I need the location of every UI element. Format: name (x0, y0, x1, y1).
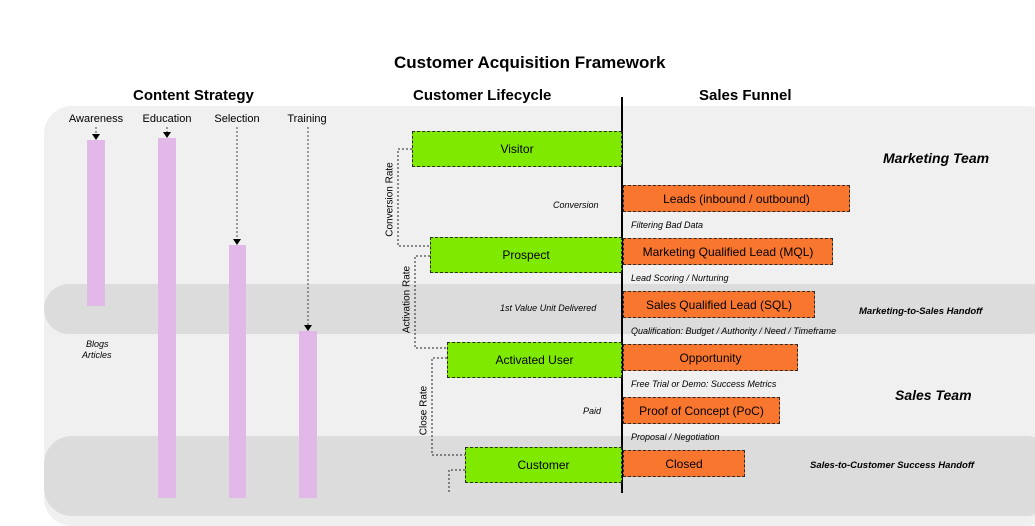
funnel-closed-label: Closed (665, 456, 703, 471)
lifecycle-prospect-label: Prospect (502, 248, 550, 262)
marketing-to-sales-handoff-label: Marketing-to-Sales Handoff (859, 306, 983, 317)
funnel-note-filtering: Filtering Bad Data (631, 220, 704, 230)
lifecycle-customer: Customer (465, 447, 622, 483)
stage-training-label: Training (287, 113, 327, 125)
marketing-team-label: Marketing Team (883, 150, 990, 166)
lifecycle-activated-user: Activated User (447, 342, 622, 378)
awareness-bar (87, 140, 105, 306)
note-paid: Paid (583, 406, 602, 416)
funnel-note-trial-demo: Free Trial or Demo: Success Metrics (631, 379, 777, 389)
stage-education-label: Education (142, 113, 192, 125)
funnel-sql-label: Sales Qualified Lead (SQL) (645, 297, 793, 312)
training-bar (299, 331, 317, 498)
stage-awareness-label: Awareness (68, 113, 124, 125)
diagram-connectors (92, 97, 623, 493)
lifecycle-prospect: Prospect (430, 237, 622, 273)
conversion-rate-label: Conversion Rate (384, 162, 396, 237)
funnel-poc: Proof of Concept (PoC) (623, 397, 780, 424)
marketing-to-sales-handoff-band (44, 284, 1035, 334)
funnel-leads-label: Leads (inbound / outbound) (663, 191, 810, 206)
note-conversion: Conversion (553, 200, 599, 210)
education-bar (158, 138, 176, 498)
customer-lifecycle-heading: Customer Lifecycle (413, 87, 552, 104)
funnel-leads: Leads (inbound / outbound) (623, 185, 850, 212)
content-note-blogs: Blogs (86, 339, 109, 349)
lifecycle-visitor: Visitor (412, 131, 622, 167)
funnel-sql: Sales Qualified Lead (SQL) (623, 291, 815, 318)
content-strategy-heading: Content Strategy (133, 87, 254, 104)
funnel-opportunity: Opportunity (623, 344, 798, 371)
sales-funnel-heading: Sales Funnel (699, 87, 792, 104)
funnel-note-lead-scoring: Lead Scoring / Nurturing (631, 273, 729, 283)
funnel-note-qualification: Qualification: Budget / Authority / Need… (631, 326, 837, 336)
funnel-opportunity-label: Opportunity (679, 350, 742, 365)
sales-team-label: Sales Team (895, 387, 972, 403)
lifecycle-activated-user-label: Activated User (495, 353, 574, 367)
funnel-mql-label: Marketing Qualified Lead (MQL) (642, 244, 814, 259)
close-rate-label: Close Rate (418, 385, 430, 436)
funnel-closed: Closed (623, 450, 745, 477)
sales-to-customer-success-handoff-label: Sales-to-Customer Success Handoff (810, 460, 975, 471)
lifecycle-visitor-label: Visitor (500, 142, 534, 156)
selection-bar (229, 245, 246, 498)
note-first-value-unit: 1st Value Unit Delivered (500, 303, 597, 313)
stage-selection-label: Selection (214, 113, 260, 125)
activation-rate-label: Activation Rate (401, 265, 413, 334)
lifecycle-customer-label: Customer (517, 458, 570, 472)
content-note-articles: Articles (82, 350, 112, 360)
funnel-note-proposal: Proposal / Negotiation (631, 432, 720, 442)
funnel-poc-label: Proof of Concept (PoC) (639, 403, 764, 418)
diagram-title: Customer Acquisition Framework (394, 53, 666, 72)
funnel-mql: Marketing Qualified Lead (MQL) (623, 238, 833, 265)
